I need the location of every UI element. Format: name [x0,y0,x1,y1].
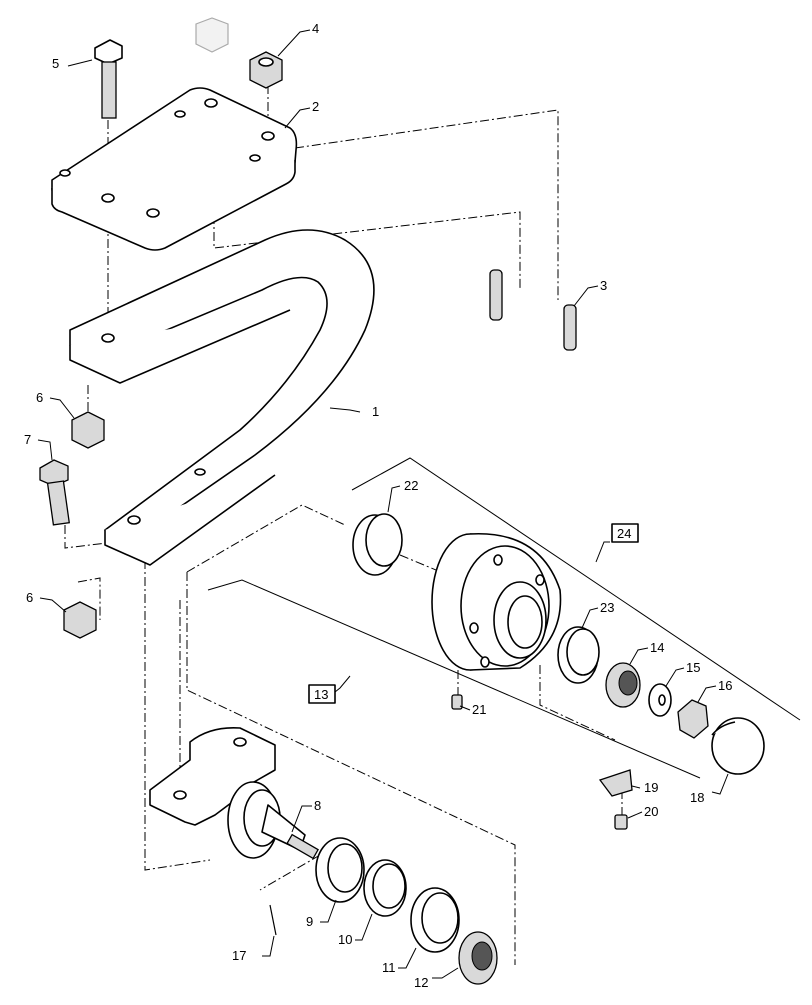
callout-22: 22 [404,478,418,493]
callout-12: 12 [414,975,428,990]
callout-1: 1 [372,404,379,419]
callout-7: 7 [24,432,31,447]
wheel-hub [431,532,562,671]
callout-14: 14 [650,640,664,655]
callout-13: 13 [314,687,328,702]
callout-24: 24 [617,526,631,541]
bearing-12 [458,931,498,985]
u-bolt [489,269,577,380]
callout-19: 19 [644,780,658,795]
bolt-5 [94,39,123,119]
mounting-plate [51,87,298,251]
cup-10 [363,859,407,917]
callout-2: 2 [312,99,319,114]
alignment-lines [64,85,623,965]
leader-lines [37,29,729,979]
castle-nut-16 [677,699,709,739]
spring-arm [69,229,375,566]
spindle-bracket [149,726,319,860]
cup-22 [352,513,403,576]
callout-5: 5 [52,56,59,71]
callout-23: 23 [600,600,614,615]
nut-6-upper [71,411,105,449]
callout-13-box [308,684,336,704]
cotter-pin-17 [269,904,277,936]
callout-24-box [611,523,639,543]
washer-15 [648,683,672,717]
callout-15: 15 [686,660,700,675]
nut-6-lower [63,601,97,639]
callout-17: 17 [232,948,246,963]
race-11 [410,887,460,953]
nut-4 [249,51,283,89]
callout-9: 9 [306,914,313,929]
callout-16: 16 [718,678,732,693]
fitting-21 [451,694,463,710]
bearing-14 [605,662,641,708]
callout-11: 11 [382,960,396,975]
callout-18: 18 [690,790,704,805]
callout-3: 3 [600,278,607,293]
callout-4: 4 [312,21,319,36]
nut-ghost [195,17,229,53]
screw-20 [614,814,628,830]
seal-9 [315,837,365,903]
callout-8: 8 [314,798,321,813]
callout-21: 21 [472,702,486,717]
callout-10: 10 [338,932,352,947]
dust-cap-18 [711,717,765,775]
callout-labels: 1 2 3 4 5 6 6 7 8 9 10 11 12 13 14 15 16… [24,21,732,990]
callout-20: 20 [644,804,658,819]
cup-23 [557,626,600,684]
clip-19 [598,769,633,797]
callout-6-upper: 6 [36,390,43,405]
callout-6-lower: 6 [26,590,33,605]
bolt-7 [39,459,70,526]
group-lines [207,457,801,779]
